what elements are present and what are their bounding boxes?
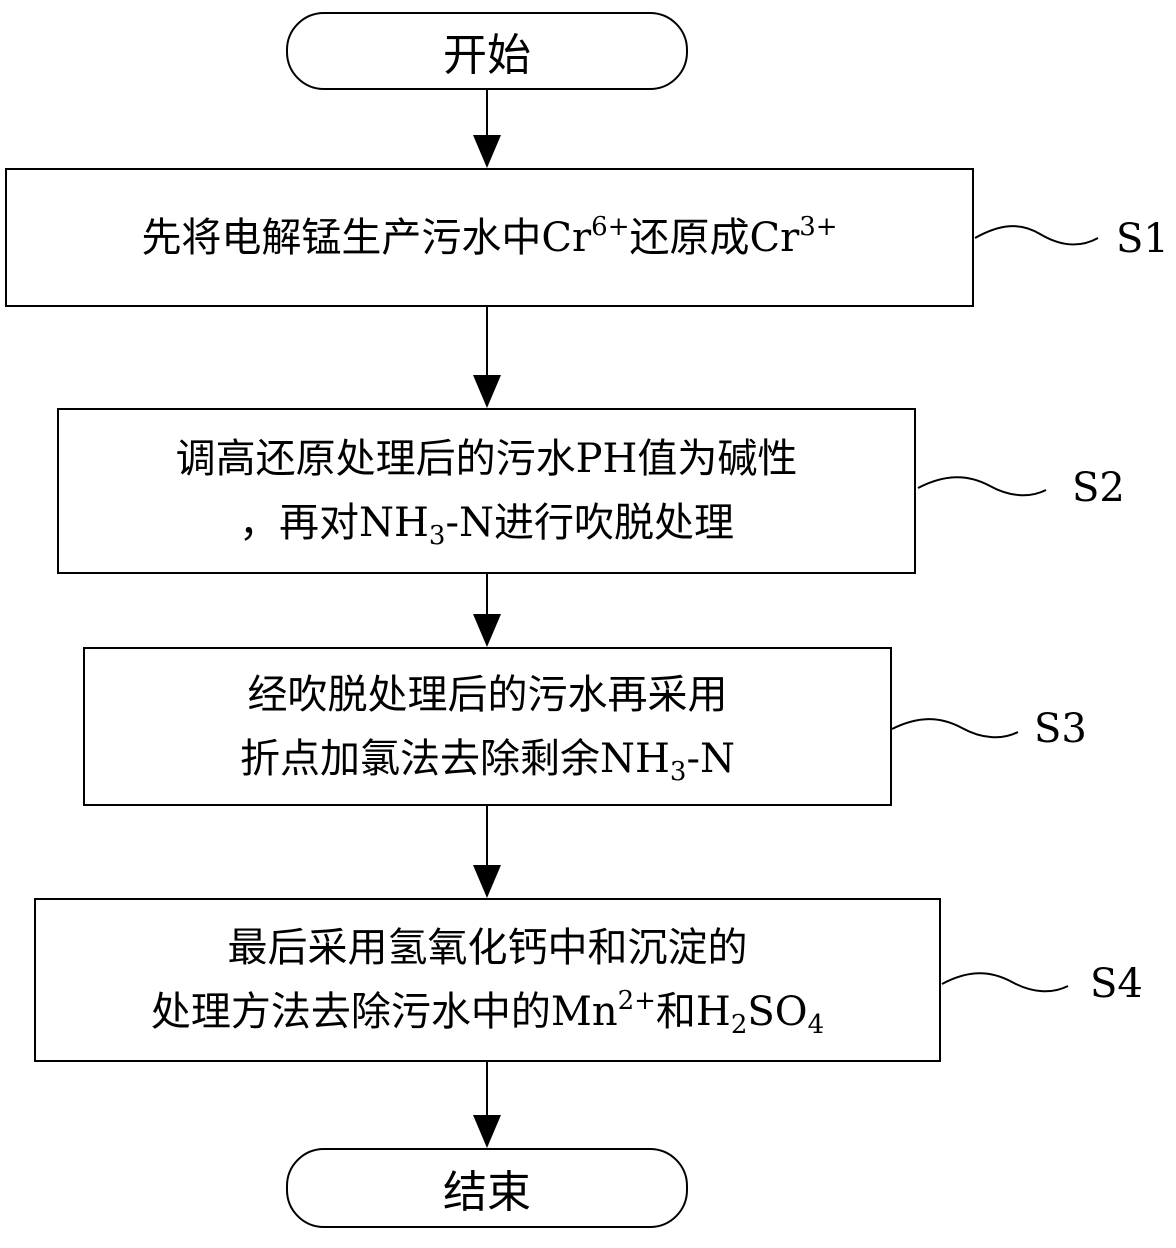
step-s2-text-line1: 调高还原处理后的污水PH值为碱性 <box>175 436 798 482</box>
step-s1-label: S1 <box>1116 216 1169 262</box>
start-terminal: 开始 <box>286 12 688 90</box>
step-s1-text: 先将电解锰生产污水中Cr6+还原成Cr3+ <box>141 211 838 261</box>
step-s2-text-line2: ，再对NH3-N进行吹脱处理 <box>239 500 734 551</box>
arrow-s1-to-s2 <box>473 307 501 408</box>
step-s3-box: 经吹脱处理后的污水再采用 折点加氯法去除剩余NH3-N <box>83 647 892 806</box>
arrow-s3-to-s4 <box>473 806 501 898</box>
step-s4-text-line2: 处理方法去除污水中的Mn2+和H2SO4 <box>150 986 825 1040</box>
step-s4-label: S4 <box>1090 961 1143 1007</box>
step-s4-text-line1: 最后采用氢氧化钙中和沉淀的 <box>227 925 748 971</box>
s2-callout-squiggle <box>917 476 1047 497</box>
end-label: 结束 <box>443 1167 531 1218</box>
arrow-s2-to-s3 <box>473 574 501 647</box>
s3-callout-squiggle <box>891 718 1019 739</box>
end-terminal: 结束 <box>286 1148 688 1228</box>
start-label: 开始 <box>443 30 531 81</box>
step-s3-text-line2: 折点加氯法去除剩余NH3-N <box>240 735 735 787</box>
step-s4-box: 最后采用氢氧化钙中和沉淀的 处理方法去除污水中的Mn2+和H2SO4 <box>34 898 941 1062</box>
step-s3-text-line1: 经吹脱处理后的污水再采用 <box>247 671 728 718</box>
step-s2-box: 调高还原处理后的污水PH值为碱性 ，再对NH3-N进行吹脱处理 <box>57 408 916 574</box>
arrow-s4-to-end <box>473 1062 501 1148</box>
s4-callout-squiggle <box>941 972 1069 993</box>
arrow-start-to-s1 <box>473 90 501 168</box>
s1-callout-squiggle <box>974 225 1099 246</box>
step-s3-label: S3 <box>1034 706 1087 752</box>
step-s1-box: 先将电解锰生产污水中Cr6+还原成Cr3+ <box>5 168 974 307</box>
step-s2-label: S2 <box>1072 465 1125 511</box>
